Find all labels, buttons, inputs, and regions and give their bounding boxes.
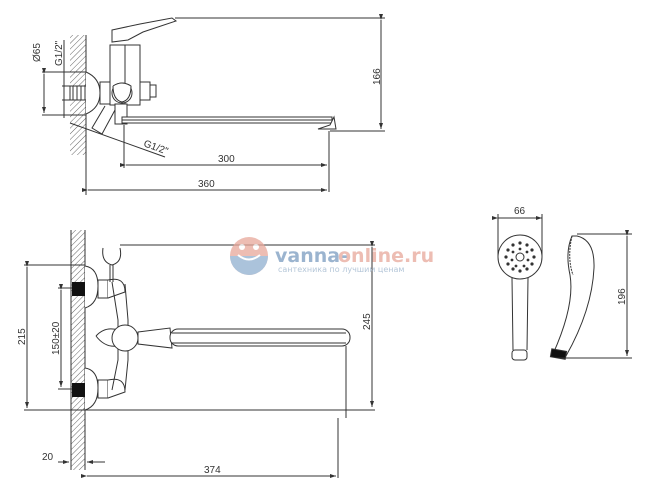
front-view (24, 230, 375, 478)
dim-20: 20 (42, 452, 54, 463)
watermark-tagline: сантехника по лучшим ценам (278, 265, 404, 274)
wall-hatch-front (71, 230, 85, 470)
dim-g12-inlet: G1/2" (54, 40, 65, 66)
dim-374: 374 (204, 465, 221, 476)
dim-196: 196 (617, 288, 628, 305)
spray-nozzles (504, 241, 536, 273)
dim-215: 215 (17, 328, 28, 345)
dim-300: 300 (218, 154, 235, 165)
front-view-labels: 215 150±20 245 20 374 (17, 313, 373, 476)
inlet-block-top (72, 282, 85, 296)
watermark-brand-1: vanna- (275, 245, 348, 267)
dim-150: 150±20 (51, 321, 62, 355)
inlet-block-bottom (72, 383, 85, 397)
dim-g12-outlet: G1/2" (142, 138, 170, 157)
watermark: vanna- online.ru сантехника по лучшим це… (230, 237, 434, 275)
dim-d65: Ø65 (32, 43, 43, 62)
dim-66: 66 (514, 206, 526, 217)
shower-head-labels: 66 196 (514, 206, 628, 305)
dim-166: 166 (372, 68, 383, 85)
dim-360: 360 (198, 179, 215, 190)
dim-245: 245 (362, 313, 373, 330)
watermark-brand-2: online.ru (338, 245, 434, 267)
top-view (42, 14, 385, 195)
shower-head-view (492, 214, 632, 361)
